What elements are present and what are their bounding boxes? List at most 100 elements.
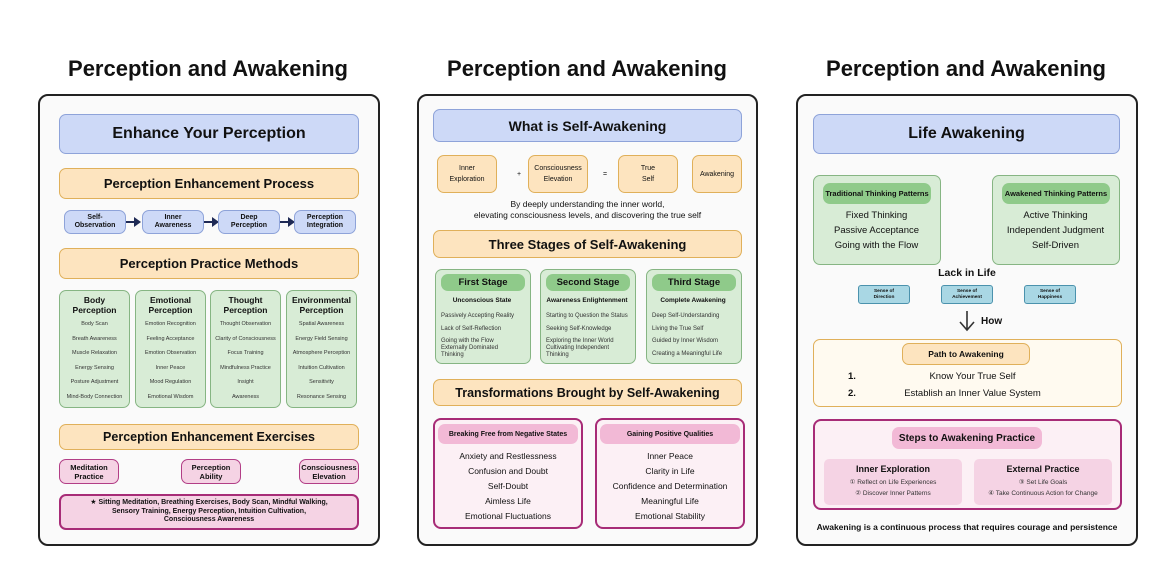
stage-item: Passively Accepting Reality <box>441 313 515 319</box>
method-title-thought: Thought Perception <box>223 295 268 315</box>
sense-of-achievement-tag: Sense of Achievement <box>941 285 993 304</box>
positive-title: Gaining Positive Qualities <box>600 424 740 444</box>
negative-title: Breaking Free from Negative States <box>438 424 578 444</box>
awakening-description: By deeply understanding the inner world,… <box>473 199 702 220</box>
path-title: Path to Awakening <box>902 343 1030 365</box>
stage-item: Deep Self-Understanding <box>652 313 720 319</box>
awakened-title: Awakened Thinking Patterns <box>1002 183 1110 204</box>
stage-title-third: Third Stage <box>652 274 736 291</box>
positive-item: Confidence and Determination <box>612 481 728 491</box>
method-title-environmental: Environmental Perception <box>291 295 352 315</box>
meditation-practice-tag: Meditation Practice <box>59 459 119 484</box>
method-item: Energy Field Sensing <box>295 335 348 342</box>
sense-of-direction-tag: Sense of Direction <box>858 285 910 304</box>
inner-item: ① Reflect on Life Experiences <box>849 479 937 486</box>
method-item: Focus Training <box>227 350 264 357</box>
sense-of-happiness-tag: Sense of Happiness <box>1024 285 1076 304</box>
method-item: Atmosphere Perception <box>292 350 351 357</box>
panel2-title: Perception and Awakening <box>447 56 727 81</box>
negative-item: Emotional Fluctuations <box>465 511 551 521</box>
panel-perception: Enhance Your Perception Perception Enhan… <box>38 94 380 546</box>
positive-item: Clarity in Life <box>645 466 695 476</box>
path-number: 1. <box>848 371 856 382</box>
method-item: Posture Adjustment <box>70 379 119 386</box>
stage-title-first: First Stage <box>441 274 525 291</box>
panel-life-awakening: Life Awakening Traditional Thinking Patt… <box>796 94 1138 546</box>
method-item: Inner Peace <box>155 364 186 371</box>
positive-item: Meaningful Life <box>641 496 699 506</box>
method-item: Sensitivity <box>309 379 334 386</box>
stage-title-second: Second Stage <box>546 274 630 291</box>
method-item: Insight <box>237 379 254 386</box>
positive-item: Emotional Stability <box>635 511 705 521</box>
method-item: Body Scan <box>81 321 108 327</box>
path-item-text: Know Your True Self <box>929 371 1016 382</box>
negative-item: Aimless Life <box>485 496 531 506</box>
awakened-item: Active Thinking <box>1023 210 1088 221</box>
inner-item: ② Discover Inner Patterns <box>855 490 931 497</box>
stage-item: Going with the Flow Externally Dominated… <box>441 338 499 358</box>
negative-item: Self-Doubt <box>487 481 529 491</box>
method-item: Emotional Wisdom <box>147 394 194 400</box>
methods-title: Perception Practice Methods <box>59 248 359 279</box>
stage-item: Exploring the Inner World Cultivating In… <box>546 338 614 358</box>
formula-awakening: Awakening <box>692 155 742 193</box>
external-item: ④ Take Continuous Action for Change <box>988 490 1098 497</box>
awakened-item: Self-Driven <box>1032 240 1079 251</box>
formula-consciousness-elevation: Consciousness Elevation <box>528 155 588 193</box>
traditional-title: Traditional Thinking Patterns <box>823 183 931 204</box>
method-item: Mood Regulation <box>149 379 192 386</box>
traditional-item: Passive Acceptance <box>833 225 920 236</box>
method-item: Breath Awareness <box>72 335 117 342</box>
formula-plus: + <box>516 170 522 178</box>
method-item: Feeling Acceptance <box>146 335 195 342</box>
formula-equals: = <box>602 170 608 178</box>
method-item: Emotion Recognition <box>145 321 196 327</box>
process-step-deep-perception: Deep Perception <box>218 210 280 234</box>
negative-item: Anxiety and Restlessness <box>459 451 557 461</box>
stage-subtitle: Awareness Enlightenment <box>546 297 628 304</box>
external-title: External Practice <box>1006 464 1080 474</box>
process-step-perception-integration: Perception Integration <box>294 210 356 234</box>
traditional-item: Fixed Thinking <box>845 210 908 221</box>
traditional-item: Going with the Flow <box>834 240 919 251</box>
exercises-title: Perception Enhancement Exercises <box>59 424 359 450</box>
method-item: Awareness <box>231 394 260 400</box>
method-item: Thought Observation <box>219 321 272 327</box>
panel1-header: Enhance Your Perception <box>59 114 359 154</box>
panel3-title: Perception and Awakening <box>826 56 1106 81</box>
panel3-footer: Awakening is a continuous process that r… <box>816 522 1118 532</box>
consciousness-elevation-tag: Consciousness Elevation <box>299 459 359 484</box>
panel3-header: Life Awakening <box>813 114 1120 154</box>
perception-ability-tag: Perception Ability <box>181 459 241 484</box>
method-item: Clarity of Consciousness <box>215 335 276 342</box>
stage-subtitle: Unconscious State <box>452 297 512 304</box>
process-step-self-observation: Self- Observation <box>64 210 126 234</box>
arrow-right-icon <box>126 217 141 227</box>
stage-item: Starting to Question the Status <box>546 313 628 319</box>
process-step-inner-awareness: Inner Awareness <box>142 210 204 234</box>
method-item: Muscle Relaxation <box>72 350 117 357</box>
exercise-summary: ★ Sitting Meditation, Breathing Exercise… <box>59 494 359 530</box>
stage-item: Lack of Self-Reflection <box>441 325 502 332</box>
panel2-header: What is Self-Awakening <box>433 109 742 142</box>
negative-item: Confusion and Doubt <box>468 466 548 476</box>
method-item: Spatial Awareness <box>298 321 345 327</box>
stage-item: Creating a Meaningful Life <box>652 350 723 357</box>
inner-title: Inner Exploration <box>855 464 930 474</box>
positive-item: Inner Peace <box>647 451 693 461</box>
method-title-emotional: Emotional Perception <box>148 295 193 315</box>
stages-title: Three Stages of Self-Awakening <box>433 230 742 258</box>
stage-subtitle: Complete Awakening <box>660 297 726 304</box>
method-item: Mindfulness Practice <box>220 364 271 371</box>
stage-item: Seeking Self-Knowledge <box>546 325 612 332</box>
